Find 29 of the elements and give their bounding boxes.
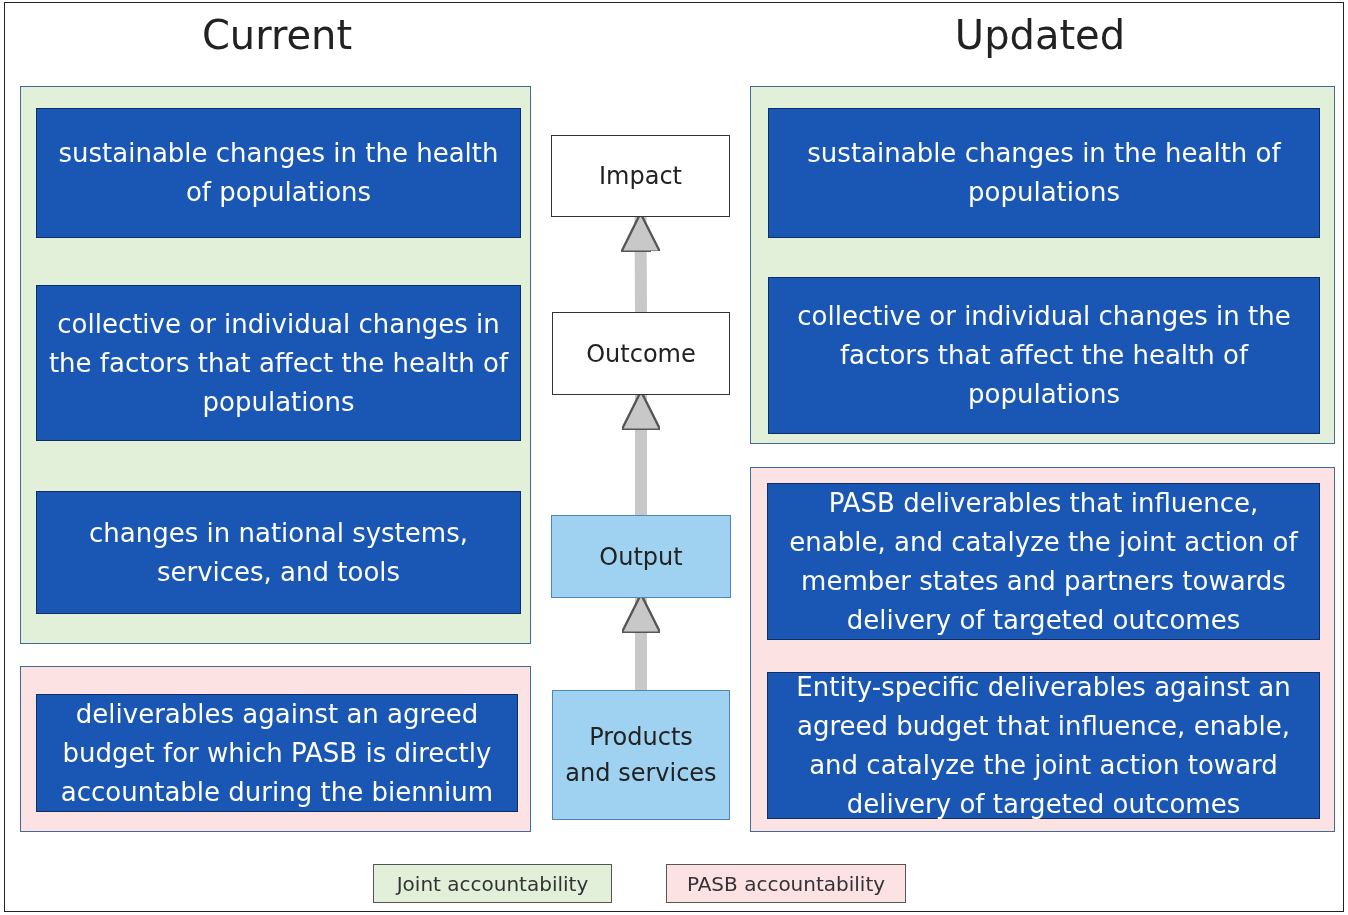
legend-label: Joint accountability [396,871,589,896]
column-heading: Updated [953,12,1127,58]
box-text: changes in national systems, services, and tools [88,516,469,589]
group-panel [750,86,1335,444]
box-text: Outcome [586,338,696,370]
content-box [36,108,521,238]
group-panel [20,666,531,832]
box-text: collective or individual changes in the factors that affect the health of populations [796,300,1292,411]
level-box [551,135,730,217]
box-text: sustainable changes in the health of populations [806,137,1283,209]
box-text: Output [599,541,683,573]
box-text: deliverables against an agreed budget for which PASB is directly accountable during the biennium [59,697,495,809]
content-box [36,491,521,614]
box-text: Entity-specific deliverables against an agreed budget that influence, enable, and catalyze the joint action toward delivery of targeted outcomes [795,670,1292,821]
legend-label: PASB accountability [686,871,886,896]
level-box [552,312,730,395]
level-box [551,515,731,598]
content-box [36,285,521,441]
box-text: Impact [599,161,682,192]
box-text: sustainable changes in the health of populations [57,137,500,209]
level-box [552,690,730,820]
box-text: PASB deliverables that influence, enable, and catalyze the joint action of member states and partners towards delivery of targeted outcomes [788,486,1300,637]
content-box [768,108,1320,238]
group-panel [20,86,531,644]
column-heading: Current [200,12,354,58]
box-text: collective or individual changes in the factors that affect the health of populations [47,307,510,419]
box-text: Products and services [564,722,718,789]
content-box [768,277,1320,434]
group-panel [750,467,1335,832]
